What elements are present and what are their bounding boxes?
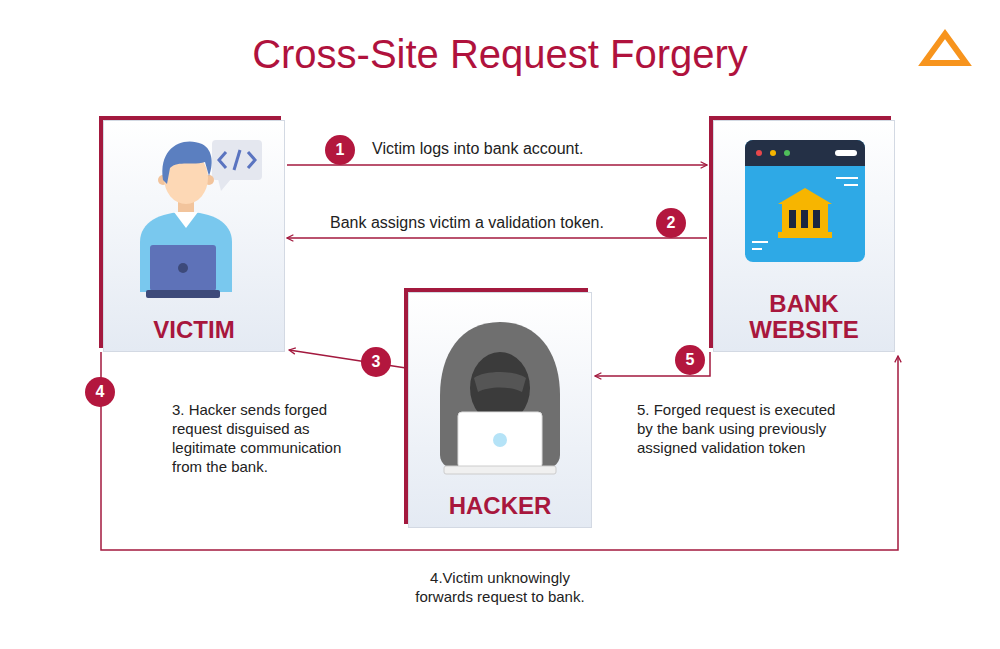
edge-label: 3. Hacker sends forged request disguised… xyxy=(172,400,372,476)
edge-label-box: Victim logs into bank account. xyxy=(372,139,652,159)
node-label: BANK WEBSITE xyxy=(729,291,879,343)
node-label: HACKER xyxy=(449,493,552,519)
callout-number: 1 xyxy=(325,135,355,165)
diagram-title: Cross-Site Request Forgery xyxy=(0,30,1000,78)
callout-number: 4 xyxy=(85,377,115,407)
flow-arrow xyxy=(287,237,707,239)
hacker-icon xyxy=(440,322,560,474)
edge-label-box: Bank assigns victim a validation token. xyxy=(330,213,652,233)
edge-label: Victim logs into bank account. xyxy=(372,139,652,159)
edge-label: 4.Victim unknowingly forwards request to… xyxy=(400,568,600,606)
callout-number: 5 xyxy=(675,345,705,375)
node-label: VICTIM xyxy=(153,317,234,343)
flow-arrow xyxy=(287,164,707,166)
victim-icon xyxy=(140,140,262,298)
edge-label-box: 5. Forged request is executed by the ban… xyxy=(637,400,837,457)
callout-number: 3 xyxy=(361,347,391,377)
edge-label: 5. Forged request is executed by the ban… xyxy=(637,400,837,457)
edge-label: Bank assigns victim a validation token. xyxy=(330,213,652,233)
callout-number: 2 xyxy=(656,208,686,238)
edge-label-box: 3. Hacker sends forged request disguised… xyxy=(172,400,372,476)
flow-arrow xyxy=(101,352,898,550)
bank-website-icon xyxy=(745,140,865,262)
logo-triangle xyxy=(924,34,966,63)
edge-label-box: 4.Victim unknowingly forwards request to… xyxy=(400,568,600,606)
